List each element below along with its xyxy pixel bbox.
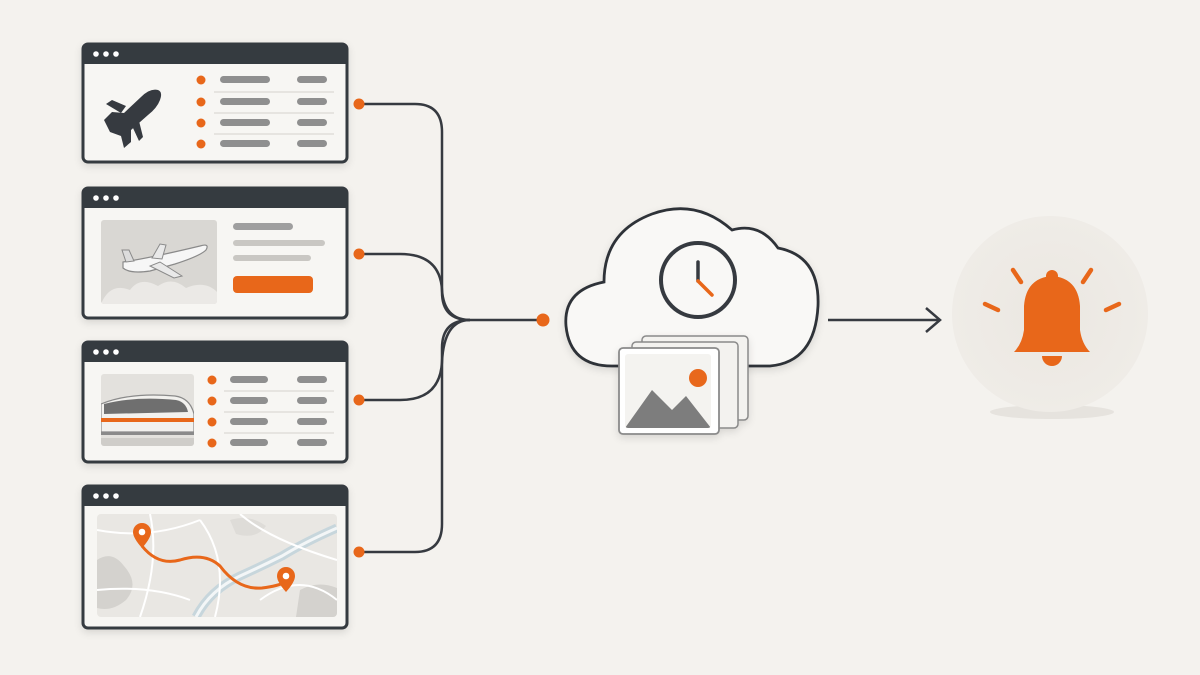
connector-source-2 <box>360 252 471 322</box>
list-row <box>196 118 334 135</box>
list-row <box>207 375 334 392</box>
list-row <box>196 75 334 93</box>
offer-text-lines <box>233 223 325 261</box>
window-controls <box>93 51 119 57</box>
list-row <box>207 438 327 448</box>
airplane-photo-icon <box>101 220 217 304</box>
connector-dot <box>536 313 550 327</box>
bell-icon <box>1014 270 1090 366</box>
window-controls <box>93 195 119 201</box>
connector-source-3 <box>360 318 471 402</box>
list-row <box>196 97 334 114</box>
connector-source-1 <box>360 102 540 322</box>
map-route-icon <box>97 514 337 617</box>
connector-dot <box>353 546 365 558</box>
airplane-icon <box>104 89 162 148</box>
connectors <box>360 102 942 554</box>
connector-dot <box>353 98 365 110</box>
clock-icon <box>659 241 737 319</box>
window-controls <box>93 349 119 355</box>
map-pin-end <box>277 567 295 592</box>
connector-dot <box>353 394 365 406</box>
train-icon <box>101 374 194 446</box>
train-list-rows <box>207 375 334 448</box>
output-notification <box>952 216 1148 419</box>
list-row <box>207 417 334 434</box>
offer-book-button[interactable] <box>233 276 313 293</box>
airplane-photo-plane <box>121 243 208 279</box>
flight-list-rows <box>196 75 334 149</box>
image-stack-icon <box>618 335 749 435</box>
route-line <box>140 545 287 590</box>
connector-dots <box>353 98 550 558</box>
list-row <box>207 396 334 413</box>
connector-source-4 <box>360 318 471 554</box>
list-row <box>196 139 327 149</box>
bell-ring-lines <box>982 267 1122 313</box>
arrow-head <box>925 307 942 333</box>
map-pin-start <box>133 523 151 548</box>
connector-dot <box>353 248 365 260</box>
window-controls <box>93 493 119 499</box>
source-window-flight-list <box>81 42 349 164</box>
